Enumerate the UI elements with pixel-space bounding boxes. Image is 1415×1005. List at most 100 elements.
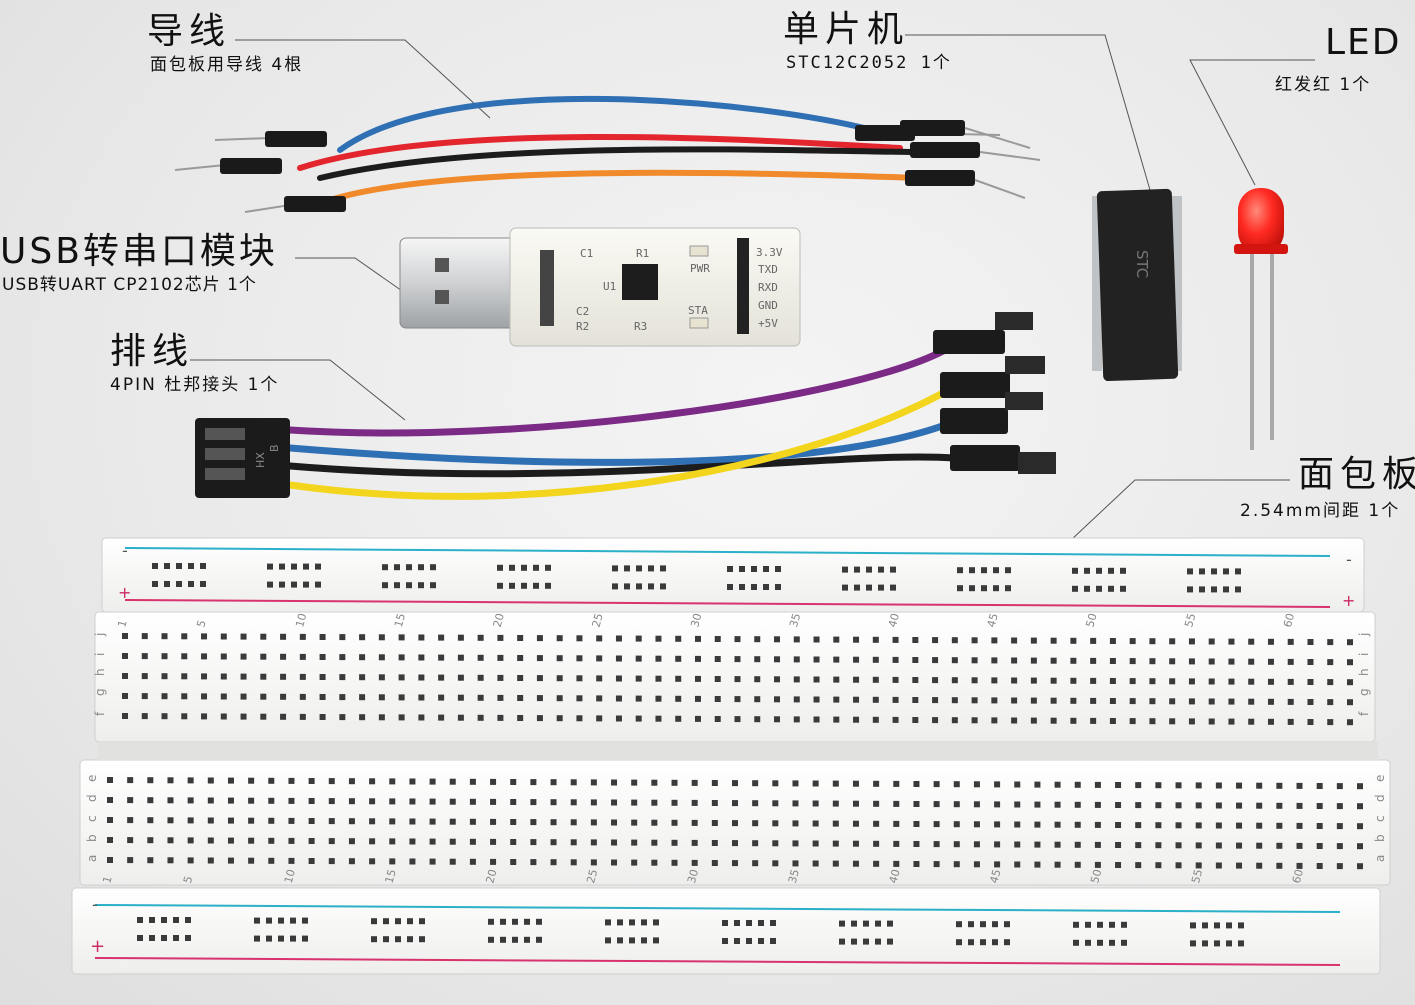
- bb-hole: [260, 633, 267, 640]
- bb-hole: [1228, 718, 1235, 725]
- bb-hole: [1296, 802, 1303, 809]
- rail-hole: [521, 564, 527, 571]
- rail-hole: [254, 935, 260, 942]
- pin-5v: +5V: [758, 317, 778, 330]
- bb-hole: [201, 693, 208, 700]
- rail-hole: [291, 581, 297, 588]
- bb-hole: [596, 635, 603, 642]
- rail-hole: [188, 581, 194, 587]
- rail-hole: [1211, 586, 1217, 593]
- bb-hole: [107, 817, 113, 823]
- bb-hole: [268, 857, 275, 864]
- rail-hole: [164, 563, 170, 569]
- bb-hole: [1248, 698, 1255, 705]
- bb-hole: [328, 798, 335, 805]
- bb-hole: [1011, 697, 1018, 704]
- bb-hole: [793, 696, 800, 703]
- bb-hole: [348, 838, 355, 845]
- column-number-top: 1: [115, 619, 129, 629]
- bb-hole: [1236, 822, 1243, 829]
- rail-hole: [981, 585, 987, 592]
- bb-hole: [409, 838, 416, 845]
- rail-hole: [842, 584, 848, 591]
- bb-hole: [248, 817, 255, 824]
- bb-hole: [319, 674, 326, 680]
- bb-hole: [893, 840, 900, 847]
- bb-hole: [651, 839, 658, 846]
- bb-hole: [793, 716, 800, 723]
- dupont-plug-4: [950, 445, 1020, 471]
- dupont-plug-3: [940, 408, 1008, 434]
- bb-hole: [378, 654, 385, 661]
- bb-hole: [530, 779, 537, 786]
- plug-left-3: [284, 196, 346, 212]
- bb-hole: [1267, 678, 1274, 685]
- bb-hole: [1357, 803, 1363, 810]
- bb-hole: [429, 838, 436, 845]
- rail-hole: [406, 564, 412, 571]
- bb-hole: [953, 841, 960, 848]
- rail-hole: [1097, 921, 1103, 928]
- bb-hole: [187, 777, 194, 784]
- bb-hole: [971, 657, 978, 664]
- bb-hole: [832, 840, 839, 847]
- bb-hole: [457, 654, 464, 661]
- bb-hole: [1070, 697, 1077, 704]
- bb-hole: [615, 655, 622, 662]
- bb-hole: [469, 838, 476, 845]
- bb-hole: [1090, 657, 1097, 664]
- bb-hole: [227, 797, 234, 804]
- bb-hole: [774, 716, 781, 723]
- rail-hole: [1190, 922, 1196, 929]
- bb-hole: [207, 857, 214, 864]
- rail-hole: [734, 920, 740, 926]
- row-letter-top-left: j: [93, 633, 107, 637]
- bb-hole: [530, 799, 537, 806]
- bb-hole: [752, 780, 759, 787]
- bb-hole: [694, 635, 701, 642]
- rail-hole: [152, 563, 158, 569]
- cable-wire-blue: [286, 421, 949, 466]
- bb-hole: [429, 818, 436, 825]
- bb-hole: [107, 797, 113, 803]
- bb-hole: [167, 817, 174, 824]
- rail-hole: [957, 585, 963, 592]
- bb-hole: [147, 797, 154, 804]
- bb-hole: [348, 798, 355, 805]
- mcu-title: 单片机: [783, 9, 910, 50]
- bb-hole: [1276, 782, 1283, 789]
- chip-marking: STC: [1133, 250, 1151, 278]
- rail-hole: [605, 919, 611, 926]
- bb-hole: [1155, 782, 1162, 789]
- row-letter-top-right: f: [1357, 711, 1371, 716]
- bb-hole: [418, 714, 425, 721]
- bb-hole: [1195, 842, 1202, 849]
- bb-hole: [227, 817, 234, 824]
- bb-hole: [772, 840, 779, 847]
- column-number-bottom: 40: [887, 868, 903, 885]
- bb-hole: [398, 634, 405, 641]
- bb-hole: [181, 653, 188, 660]
- bb-hole: [932, 677, 939, 684]
- rail-hole: [957, 567, 963, 574]
- bb-hole: [438, 674, 445, 681]
- row-letter-bottom-left: a: [85, 855, 99, 862]
- row-letter-top-right: i: [1357, 653, 1371, 656]
- rail-hole: [875, 920, 881, 927]
- column-number-bottom: 25: [584, 868, 600, 885]
- jumper-plugs: [174, 120, 1041, 213]
- bb-hole: [1248, 638, 1255, 645]
- bb-hole: [1135, 862, 1142, 869]
- row-letter-top-right: h: [1357, 668, 1371, 676]
- bb-hole: [793, 636, 800, 643]
- rail-hole: [545, 564, 551, 571]
- rail-hole: [290, 935, 296, 942]
- bb-hole: [510, 839, 517, 845]
- bb-hole: [1094, 781, 1101, 788]
- rail-hole: [641, 919, 647, 926]
- plug-right-2: [900, 120, 965, 136]
- bb-hole: [517, 635, 524, 641]
- bb-hole: [615, 635, 622, 642]
- bb-hole: [477, 674, 484, 681]
- bb-hole: [994, 781, 1001, 788]
